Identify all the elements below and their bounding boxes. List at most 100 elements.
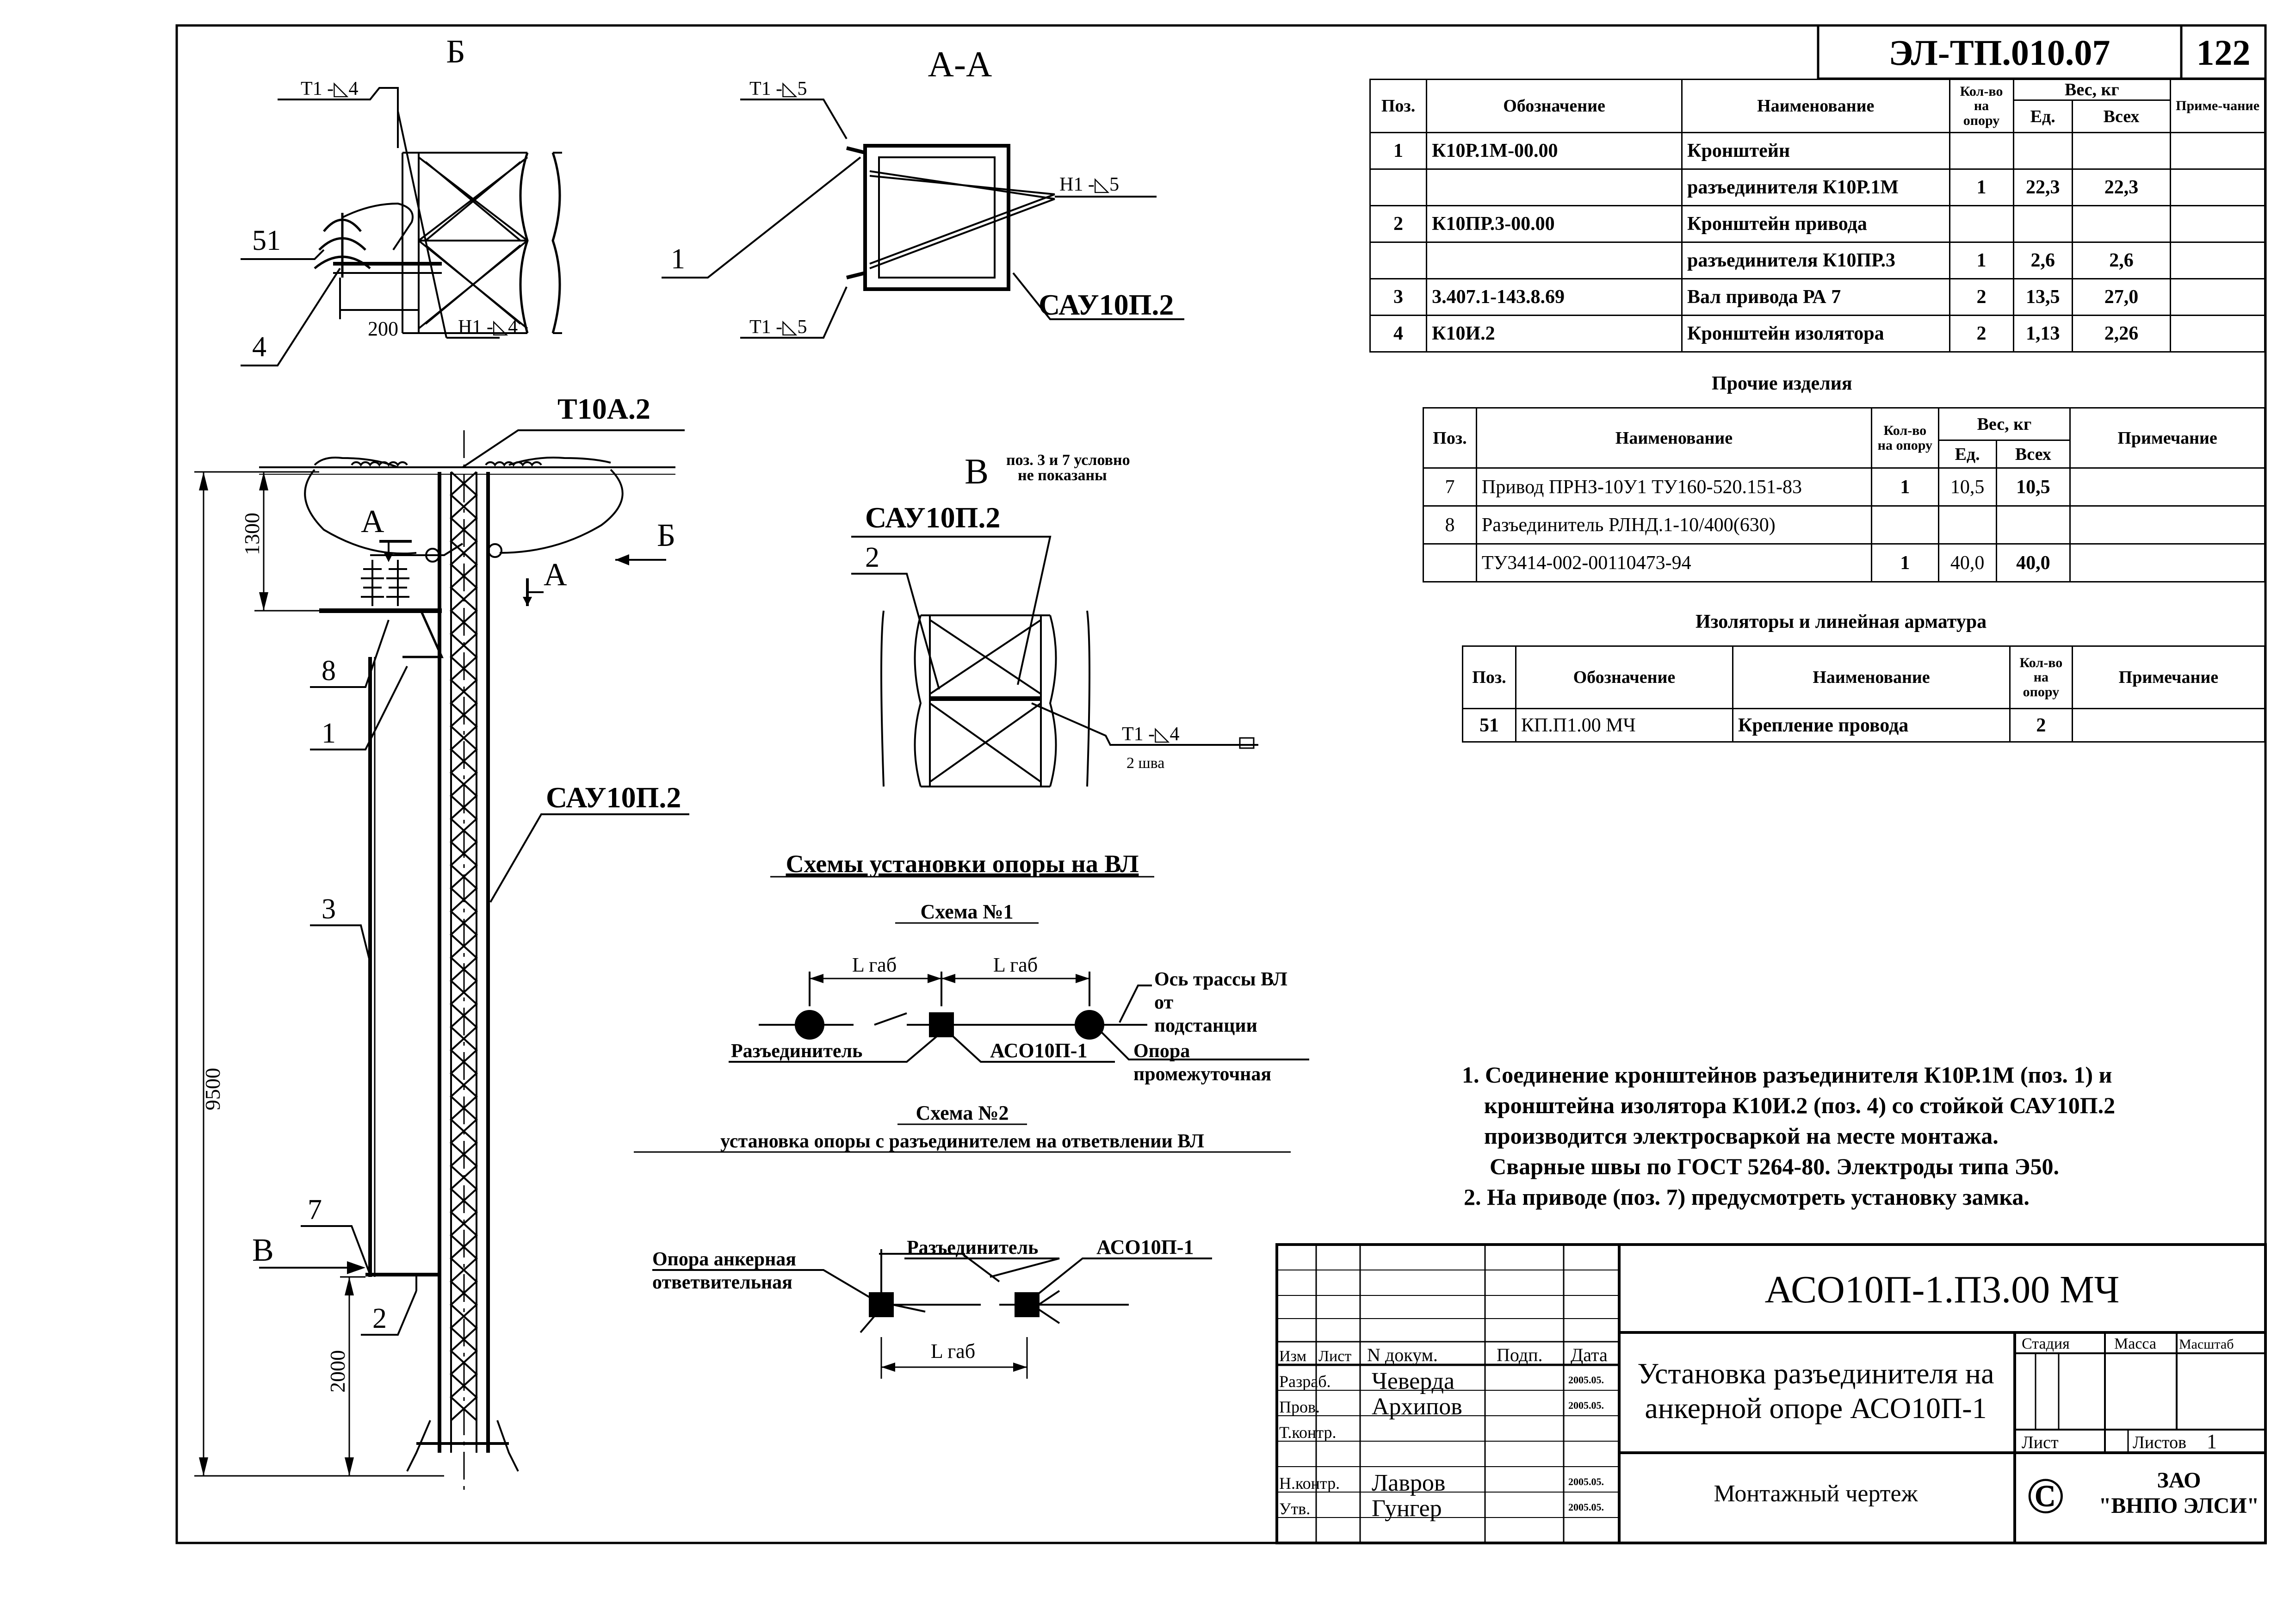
company-line-1: ЗАО bbox=[2157, 1468, 2201, 1493]
cell-qty: 1 bbox=[1949, 242, 2014, 279]
scheme1-title: Схема №1 bbox=[920, 900, 1013, 923]
view-v-note-1: поз. 3 и 7 условно bbox=[1006, 452, 1130, 469]
ins-header-pos: Поз. bbox=[1462, 645, 1516, 709]
cell-unit-weight bbox=[1937, 505, 1997, 545]
axis-label-2: от bbox=[1154, 992, 1173, 1013]
spec-header-unit: Ед. bbox=[2012, 99, 2073, 133]
cell-name: Кронштейн изолятора bbox=[1681, 315, 1950, 353]
sheets-label: Листов bbox=[2133, 1433, 2186, 1452]
cell-name: Разъединитель РЛНД.1-10/400(630) bbox=[1475, 505, 1872, 545]
scheme1-pole-right bbox=[1075, 1010, 1104, 1040]
sau-label-aa: САУ10П.2 bbox=[1039, 288, 1174, 321]
other-header-pos: Поз. bbox=[1423, 407, 1477, 469]
cell-qty bbox=[1949, 132, 2014, 170]
pos-8-label: 8 bbox=[322, 655, 336, 687]
cell-note bbox=[2170, 315, 2265, 353]
cell-unit-weight: 13,5 bbox=[2012, 278, 2073, 316]
note-line: Сварные швы по ГОСТ 5264-80. Электроды т… bbox=[1490, 1153, 2059, 1179]
sheet-label: Лист bbox=[2022, 1433, 2059, 1452]
cell-pos bbox=[1423, 543, 1477, 582]
other-header-qty: Кол-во на опору bbox=[1870, 407, 1939, 469]
view-v-title: В bbox=[965, 451, 989, 491]
other-header-note: Примечание bbox=[2069, 407, 2265, 469]
cell-qty: 2 bbox=[1949, 278, 2014, 316]
ins-header-designation: Обозначение bbox=[1515, 645, 1733, 709]
cell-total-weight: 10,5 bbox=[1995, 467, 2071, 507]
spec-header-pos: Поз. bbox=[1369, 79, 1428, 133]
col-izm: Изм bbox=[1279, 1348, 1306, 1365]
col-podp: Подп. bbox=[1497, 1344, 1543, 1365]
role-prov: Пров. bbox=[1279, 1398, 1320, 1416]
copyright-sign: © bbox=[2026, 1468, 2064, 1524]
cell-unit-weight: 1,13 bbox=[2012, 315, 2073, 353]
cell-designation: К10Р.1М-00.00 bbox=[1426, 132, 1683, 170]
support-label-1: Опора bbox=[1133, 1041, 1190, 1062]
name-prov: Архипов bbox=[1372, 1394, 1462, 1420]
cut-a-right: А bbox=[544, 557, 567, 593]
cell-note bbox=[2170, 132, 2265, 170]
pos-1-aa-label: 1 bbox=[671, 243, 685, 275]
view-v: В поз. 3 и 7 условно не показаны 2 САУ10… bbox=[851, 451, 1258, 787]
t10a-label: Т10А.2 bbox=[557, 392, 650, 425]
title-line-2: анкерной опоре АСО10П-1 bbox=[1645, 1392, 1987, 1425]
title-line-1: Установка разъединителя на bbox=[1637, 1357, 1994, 1390]
doc-code: АСО10П-1.П3.00 МЧ bbox=[1765, 1268, 2120, 1311]
note-line: 1. Соединение кронштейнов разъединителя … bbox=[1462, 1062, 2112, 1088]
cut-v-label: В bbox=[252, 1233, 274, 1268]
sau-label-main: САУ10П.2 bbox=[546, 781, 681, 814]
cell-name: разъединителя К10Р.1М bbox=[1681, 168, 1950, 206]
cell-note bbox=[2170, 168, 2265, 206]
pos-3-label: 3 bbox=[322, 893, 336, 925]
cell-designation: 3.407.1-143.8.69 bbox=[1426, 278, 1683, 316]
cell-qty: 1 bbox=[1949, 168, 2014, 206]
axis-label-1: Ось трассы ВЛ bbox=[1154, 969, 1287, 990]
date-utv: 2005.05. bbox=[1568, 1501, 1604, 1513]
other-header-weight: Вес, кг bbox=[1937, 407, 2071, 441]
cell-note bbox=[2069, 505, 2265, 545]
cell-name: Вал привода РА 7 bbox=[1681, 278, 1950, 316]
weld-h1-5-label: Н1 -◺5 bbox=[1059, 174, 1119, 195]
spec-header-name: Наименование bbox=[1681, 79, 1950, 133]
name-utv: Гунгер bbox=[1372, 1495, 1442, 1522]
cell-total-weight: 22,3 bbox=[2071, 168, 2172, 206]
axis-label-3: подстанции bbox=[1154, 1015, 1257, 1036]
cell-qty bbox=[1949, 205, 2014, 243]
sau-label-v: САУ10П.2 bbox=[865, 501, 1000, 534]
weld-t1-4-v-label: Т1 -◺4 bbox=[1122, 724, 1179, 745]
cell-unit-weight: 10,5 bbox=[1937, 467, 1997, 507]
col-list: Лист bbox=[1318, 1348, 1351, 1365]
role-razrab: Разраб. bbox=[1279, 1372, 1331, 1391]
weld-t1-4-label: Т1 -◺4 bbox=[301, 78, 358, 99]
name-razrab: Чеверда bbox=[1372, 1368, 1454, 1394]
cut-a-left: А bbox=[361, 504, 384, 539]
other-items-title: Прочие изделия bbox=[1712, 373, 1852, 394]
pos-4-label: 4 bbox=[252, 331, 266, 363]
dim-9500: 9500 bbox=[201, 1068, 224, 1110]
cell-designation: К10ПР.3-00.00 bbox=[1426, 205, 1683, 243]
cell-qty bbox=[1870, 505, 1939, 545]
two-welds-label: 2 шва bbox=[1126, 755, 1164, 772]
cell-note bbox=[2069, 467, 2265, 507]
dim-2000: 2000 bbox=[326, 1350, 349, 1393]
scheme1-pole-left bbox=[795, 1010, 824, 1040]
other-header-total: Всех bbox=[1995, 440, 2071, 469]
pos-51-label: 51 bbox=[252, 225, 281, 256]
scheme2-lgab: L габ bbox=[931, 1340, 975, 1363]
cell-note bbox=[2170, 205, 2265, 243]
anchor-label-2: ответвительная bbox=[652, 1272, 792, 1293]
scheme2-subtitle: установка опоры с разъединителем на отве… bbox=[720, 1131, 1204, 1152]
weld-t1-5-bottom-label: Т1 -◺5 bbox=[749, 316, 807, 338]
cell-pos: 4 bbox=[1369, 315, 1428, 353]
note-line: 2. На приводе (поз. 7) предусмотреть уст… bbox=[1464, 1184, 2030, 1210]
other-header-unit: Ед. bbox=[1937, 440, 1997, 469]
cell-unit-weight: 40,0 bbox=[1937, 543, 1997, 582]
cell-name: Кронштейн bbox=[1681, 132, 1950, 170]
